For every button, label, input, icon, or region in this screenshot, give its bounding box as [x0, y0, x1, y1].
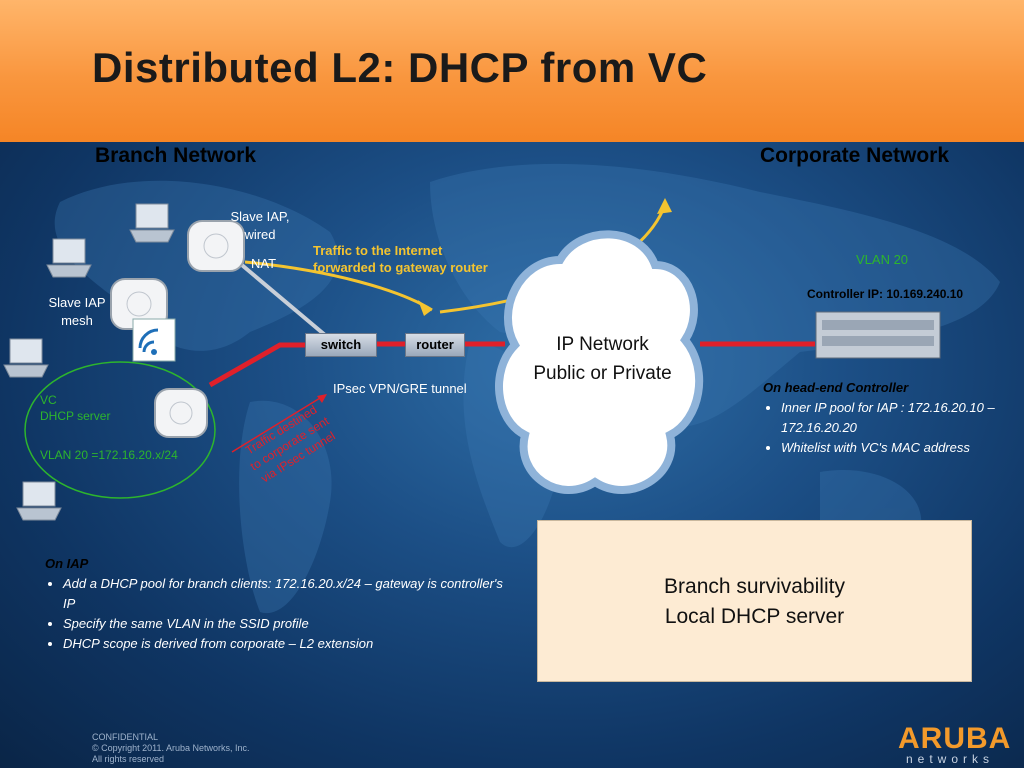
corporate-network-heading: Corporate Network [760, 144, 950, 167]
controller-icon [815, 311, 941, 359]
footer-copyright: © Copyright 2011. Aruba Networks, Inc. [92, 743, 250, 753]
corp-traffic-arrow [231, 394, 326, 453]
on-iap-notes: On IAP Add a DHCP pool for branch client… [45, 554, 515, 654]
tunnel-link-branch [208, 342, 305, 388]
access-point-icon [187, 220, 245, 272]
slave-iap-wired-line2: wired [244, 227, 276, 242]
head-end-bullet: Inner IP pool for IAP : 172.16.20.10 – 1… [781, 398, 1018, 438]
ip-network-label: IP Network Public or Private [505, 330, 700, 388]
callout-line2: Local DHCP server [664, 605, 845, 628]
on-iap-bullet: DHCP scope is derived from corporate – L… [63, 634, 515, 654]
slave-iap-mesh-line1: Slave IAP [48, 295, 106, 310]
ip-network-cloud [495, 230, 704, 494]
internet-arrow-1 [244, 260, 433, 312]
on-iap-title: On IAP [45, 556, 89, 571]
slave-iap-mesh-label: Slave IAP mesh [40, 294, 114, 330]
copyright-footer: CONFIDENTIAL © Copyright 2011. Aruba Net… [92, 732, 250, 765]
access-point-icon [110, 278, 168, 330]
aruba-logo-sub: networks [906, 752, 995, 766]
switch-node: switch [305, 333, 377, 357]
vc-dhcp-label: VC DHCP server [40, 392, 110, 424]
internet-traffic-line1: Traffic to the Internet [313, 243, 443, 258]
laptop-icon [16, 481, 62, 521]
wired-link [228, 253, 327, 337]
head-end-list: Inner IP pool for IAP : 172.16.20.10 – 1… [763, 398, 1018, 458]
nat-label: NAT [251, 256, 277, 271]
on-iap-bullet: Specify the same VLAN in the SSID profil… [63, 614, 515, 634]
ip-network-line1: IP Network [556, 334, 649, 355]
internet-traffic-label: Traffic to the Internet forwarded to gat… [313, 242, 488, 276]
router-node: router [405, 333, 465, 357]
slave-iap-wired-label: Slave IAP, wired [220, 208, 300, 244]
slide-title: Distributed L2: DHCP from VC [92, 44, 708, 91]
laptop-icon [46, 238, 92, 278]
survivability-callout: Branch survivability Local DHCP server [537, 520, 972, 682]
wireless-icon [132, 318, 176, 362]
vc-group-ellipse [24, 361, 216, 499]
access-point-icon [154, 388, 208, 438]
internet-traffic-line2: forwarded to gateway router [313, 260, 488, 275]
on-iap-list: Add a DHCP pool for branch clients: 172.… [45, 574, 515, 654]
head-end-bullet: Whitelist with VC's MAC address [781, 438, 1018, 458]
laptop-icon [3, 338, 49, 378]
callout-line1: Branch survivability [664, 575, 845, 598]
head-end-notes: On head-end Controller Inner IP pool for… [763, 378, 1018, 458]
ip-network-line2: Public or Private [533, 363, 672, 384]
title-banner [0, 0, 1024, 142]
vlan-branch-label: VLAN 20 =172.16.20.x/24 [40, 448, 178, 462]
on-iap-bullet: Add a DHCP pool for branch clients: 172.… [63, 574, 515, 614]
controller-ip-label: Controller IP: 10.169.240.10 [807, 287, 964, 301]
aruba-logo: ARUBA [898, 722, 1012, 755]
slave-iap-wired-line1: Slave IAP, [230, 209, 290, 224]
laptop-icon [129, 203, 175, 243]
vlan-corp-label: VLAN 20 [856, 252, 909, 267]
footer-rights: All rights reserved [92, 754, 165, 764]
head-end-title: On head-end Controller [763, 380, 909, 395]
tunnel-label: IPsec VPN/GRE tunnel [333, 381, 467, 396]
slave-iap-mesh-line2: mesh [61, 313, 93, 328]
vc-label: VC [40, 393, 57, 407]
dhcp-server-label: DHCP server [40, 409, 111, 423]
branch-network-heading: Branch Network [95, 144, 257, 167]
footer-confidential: CONFIDENTIAL [92, 732, 159, 742]
